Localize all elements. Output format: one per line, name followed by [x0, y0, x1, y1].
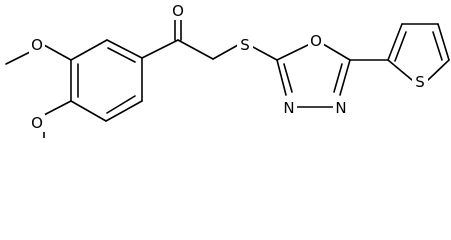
bond-ring-carbonyl [141, 39, 179, 59]
bond-th-c4-c5-double [432, 31, 443, 61]
bond-ring-3 [105, 100, 143, 122]
carbonyl-oxygen-label: O [172, 2, 184, 20]
bonds [5, 19, 450, 138]
atom-oxadiazole-nitrogen-left: N [281, 99, 297, 117]
atom-oxadiazole-oxygen: O [308, 32, 324, 50]
bond-ring-6 [70, 39, 108, 61]
bond-ch2-s [212, 44, 239, 60]
atom-methoxy-oxygen-top: O [29, 36, 45, 54]
bond-ring-1 [106, 39, 143, 59]
bond-c3-o [43, 44, 72, 61]
molecule-diagram: O O O S O N N S [5, 2, 450, 138]
bond-th-c5-s [427, 59, 450, 81]
oxadiazole-oxygen-label: O [310, 32, 322, 50]
bond-o-ch3-top [5, 51, 31, 65]
structure-canvas: O O O S O N N S [5, 2, 450, 138]
bond-ring-double-b [106, 95, 136, 114]
bond-th-c4-c5 [437, 23, 450, 61]
thioether-sulfur-label: S [240, 36, 250, 54]
methoxy-oxygen-bottom-label: O [31, 114, 43, 132]
bond-carbonyl-ch2 [177, 39, 214, 60]
bond-th-c2-c3 [387, 23, 403, 61]
atom-labels: O O O S O N N S [29, 2, 428, 132]
bond-n3-c2-double [283, 63, 293, 93]
atom-thioether-sulfur: S [237, 36, 253, 54]
oxadiazole-nitrogen-left-label: N [283, 99, 294, 117]
bond-c5-n4-double [333, 63, 343, 93]
atom-oxadiazole-nitrogen-right: N [333, 99, 349, 117]
bond-th-c2-c3-double [394, 31, 407, 62]
atom-methoxy-oxygen-bottom: O [29, 114, 45, 132]
bond-ring-4 [70, 100, 107, 122]
bond-c5-n4 [339, 59, 351, 96]
bond-o1-c5 [322, 43, 351, 61]
bond-n3-c2 [276, 59, 287, 96]
bond-th-s-c2 [387, 59, 413, 81]
bond-ring-double-a [107, 47, 136, 63]
methoxy-oxygen-top-label: O [31, 36, 43, 54]
atom-thiophene-sulfur: S [412, 73, 428, 91]
bond-c4-o [43, 100, 72, 116]
thiophene-sulfur-label: S [415, 73, 425, 91]
bond-s-c2 [252, 46, 278, 61]
atom-carbonyl-oxygen: O [170, 2, 186, 20]
oxadiazole-nitrogen-right-label: N [335, 99, 346, 117]
bond-c2-o1 [276, 43, 311, 61]
